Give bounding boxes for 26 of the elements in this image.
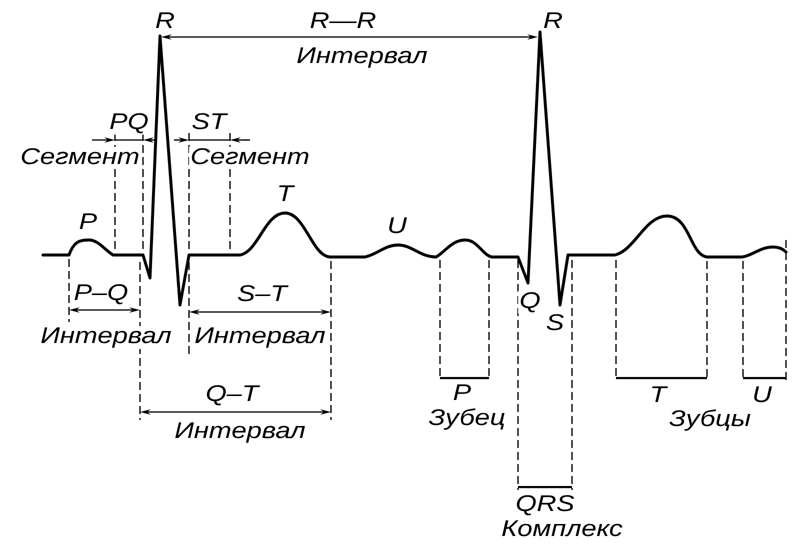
letter-label: P [78,212,98,230]
letter-label: Q [518,290,542,314]
term-label: Зубец [427,407,507,432]
term-label: Зубцы [668,408,752,432]
letter-label: T [275,184,295,202]
letter-label: R [542,11,564,30]
interval-label: PQ [108,112,150,135]
term-label: Сегмент [189,146,311,166]
letter-label: P [452,383,472,402]
interval-label: QRS [514,494,576,517]
term-label: Интервал [39,326,173,350]
letter-label: T [648,385,668,404]
term-label: Интервал [193,326,327,350]
interval-label: S–T [236,284,289,303]
letter-label: U [386,216,408,235]
term-label: Сегмент [19,146,141,166]
letter-label: S [544,312,566,332]
interval-label: Q–T [204,384,260,407]
term-label: Интервал [295,46,429,70]
letter-label: U [750,385,774,404]
term-label: Интервал [173,421,307,444]
interval-label: ST [190,112,228,131]
term-label: Комплекс [500,519,624,538]
interval-label: R—R [308,11,378,30]
interval-label: P–Q [72,282,130,306]
letter-label: R [154,11,176,30]
